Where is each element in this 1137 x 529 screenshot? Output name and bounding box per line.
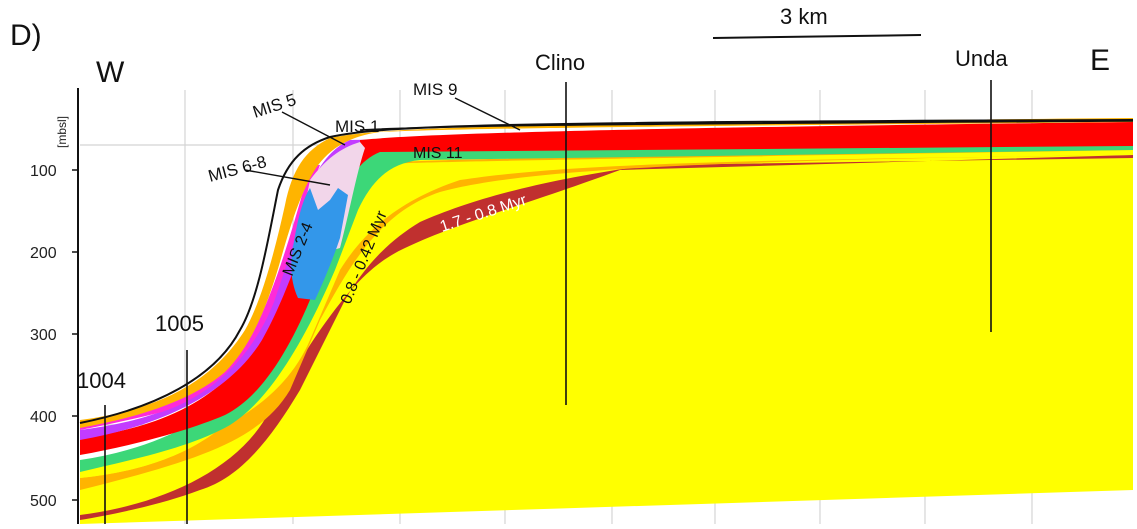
panel-label: D) [10, 19, 42, 52]
label-mis6-8: MIS 6-8 [206, 152, 268, 186]
label-mis11: MIS 11 [413, 145, 463, 162]
y-axis-unit: [mbsl] [55, 116, 69, 148]
y-tick-300: 300 [30, 327, 57, 344]
well-lines [104, 80, 992, 524]
stratum-orange-top [80, 118, 1133, 428]
stratum-blue-mis2-4 [291, 188, 348, 300]
scale-bar-label: 3 km [780, 4, 828, 29]
scale-bar-line [712, 34, 922, 39]
well-clino-label: Clino [535, 50, 585, 75]
stratum-red-upper [360, 122, 1133, 146]
seafloor-line [79, 119, 1134, 424]
y-axis: [mbsl] 100 200 300 400 500 [30, 88, 79, 524]
y-tick-100: 100 [30, 163, 57, 180]
label-mis9: MIS 9 [413, 80, 457, 99]
label-leaders [244, 97, 521, 186]
y-tick-400: 400 [30, 409, 57, 426]
paleo-surface-line [359, 120, 1134, 131]
well-1005-label: 1005 [155, 311, 204, 336]
strata [80, 118, 1133, 524]
y-tick-200: 200 [30, 245, 57, 262]
direction-west: W [96, 56, 125, 89]
well-1004-label: 1004 [77, 368, 126, 393]
y-tick-500: 500 [30, 493, 57, 510]
stratum-red-mis11 [80, 128, 1133, 455]
well-unda-label: Unda [955, 46, 1008, 71]
stratum-magenta [80, 165, 320, 430]
label-mis1: MIS 1 [335, 117, 379, 136]
direction-east: E [1090, 44, 1110, 77]
